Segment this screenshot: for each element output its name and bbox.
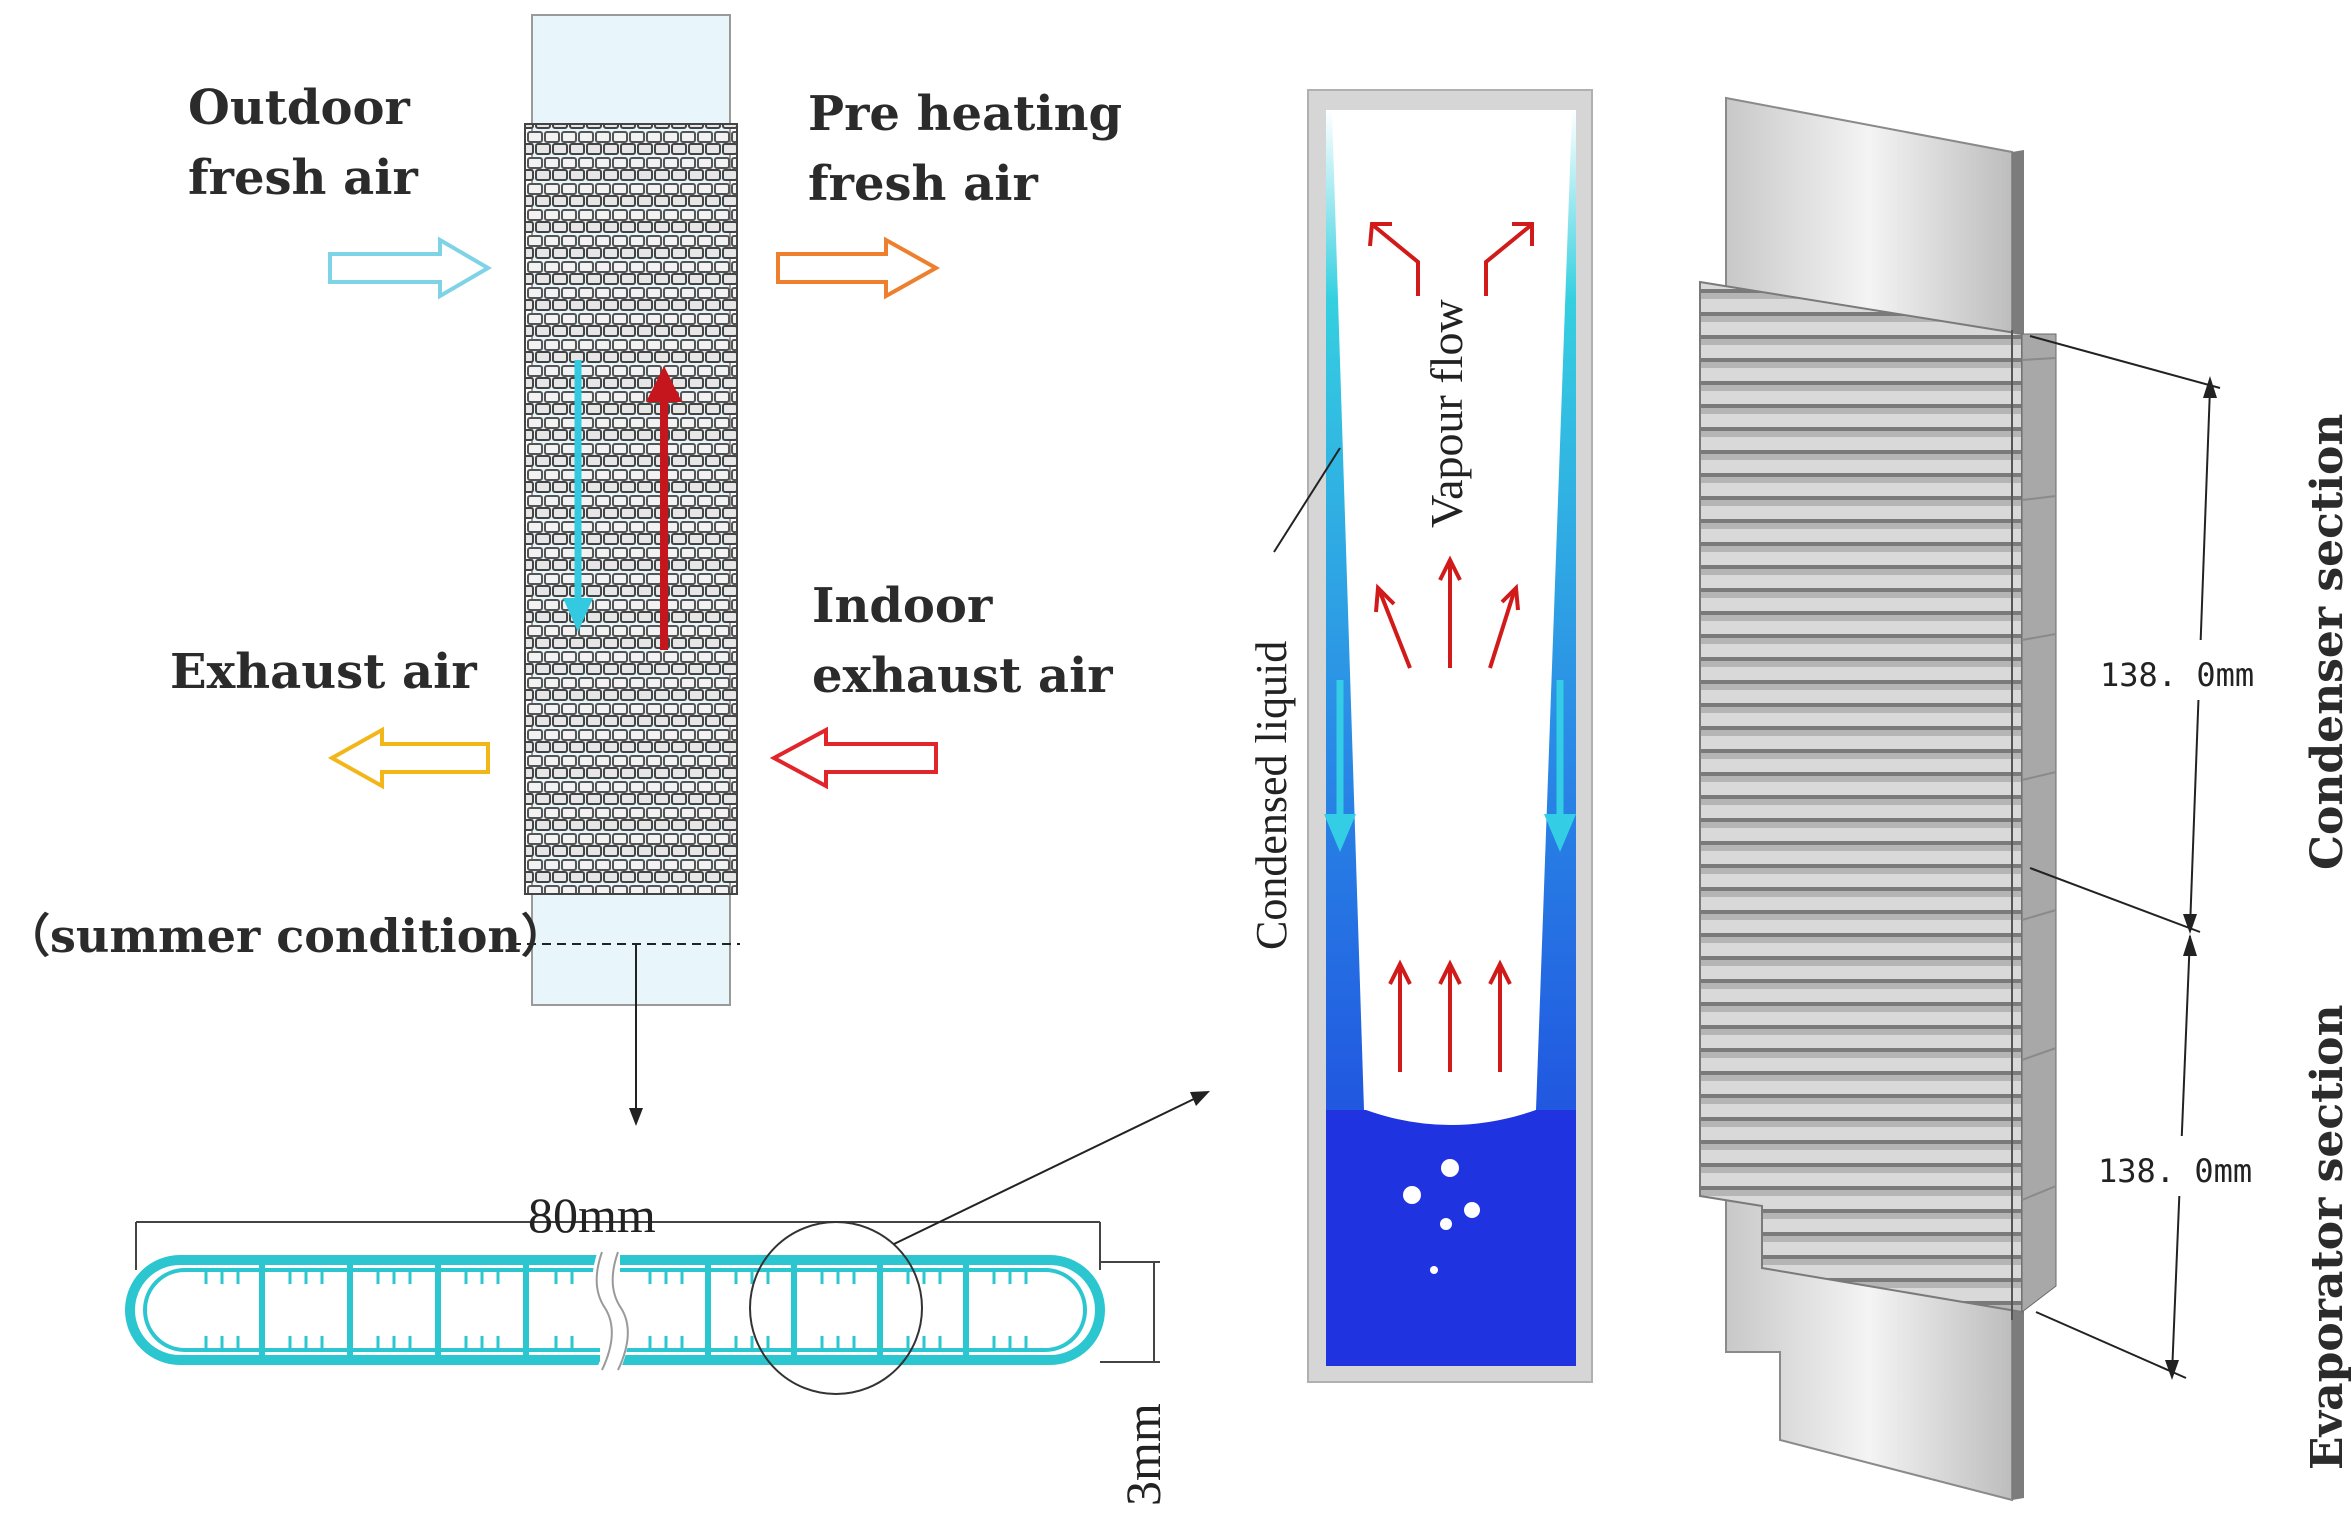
condensate-arrow-left <box>1324 680 1356 852</box>
summer-condition-label: （summer condition） <box>4 909 567 963</box>
evaporator-section-label: Evaporator section <box>2302 1004 2351 1470</box>
width-dimension-label: 80mm <box>528 1187 656 1243</box>
condensed-liquid-leader <box>1273 447 1341 553</box>
cold-down-arrow <box>563 360 593 632</box>
heat-exchanger <box>524 14 738 1006</box>
preheat-label-line2: fresh air <box>808 156 1038 212</box>
vapour-bubbles <box>1403 1159 1480 1274</box>
heat-pipe-assembly <box>1699 96 2280 1502</box>
indoor-label-line1: Indoor <box>812 578 993 634</box>
exhaust-air-arrow <box>327 726 490 790</box>
fin-stack <box>1699 280 2023 1314</box>
outdoor-air-arrow <box>328 236 492 300</box>
vapour-arrows <box>1368 222 1534 1072</box>
microchannel-cross-section <box>125 1091 1210 1395</box>
preheat-air-arrow <box>776 236 941 300</box>
liquid-pool <box>1326 1110 1576 1366</box>
vapour-flow-label: Vapour flow <box>1421 299 1472 528</box>
magnifier-pointer <box>893 1097 1197 1245</box>
condensate-arrow-right <box>1544 680 1576 852</box>
condenser-section-label: Condenser section <box>2302 414 2351 870</box>
outdoor-label-line2: fresh air <box>188 150 418 206</box>
indoor-label-line2: exhaust air <box>812 648 1113 704</box>
exhaust-label: Exhaust air <box>170 644 477 700</box>
section-pointer-arrow <box>629 944 643 1126</box>
fin-block <box>524 123 738 895</box>
condenser-dimension-label: 138. 0mm <box>2100 656 2254 694</box>
outdoor-label-line1: Outdoor <box>188 80 410 136</box>
preheat-label-line1: Pre heating <box>808 86 1122 142</box>
evaporator-dimension-label: 138. 0mm <box>2098 1152 2252 1190</box>
magnifier-circle <box>749 1221 923 1395</box>
indoor-exhaust-arrow <box>769 726 938 790</box>
condensed-liquid-label: Condensed liquid <box>1247 641 1296 950</box>
thickness-dimension-label: 3mm <box>1115 1403 1171 1506</box>
hot-up-arrow <box>646 366 682 650</box>
heat-pipe-channel <box>1273 89 1593 1383</box>
